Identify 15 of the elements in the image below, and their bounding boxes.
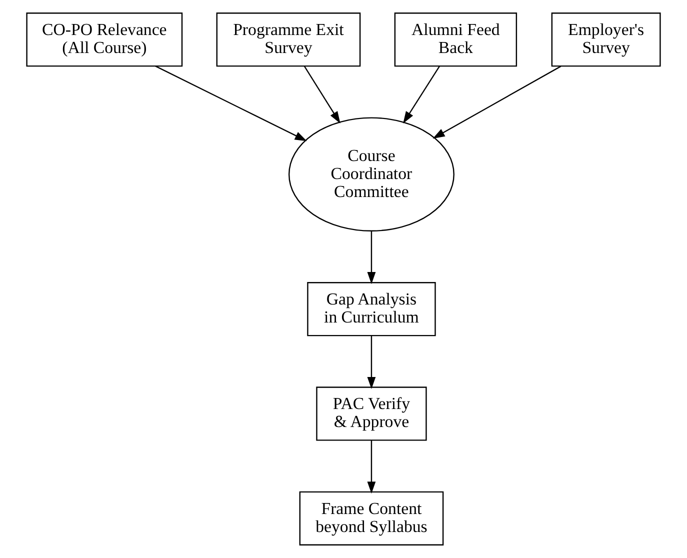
arrow	[304, 66, 340, 124]
node-box: Frame Content beyond Syllabus	[299, 491, 444, 546]
arrow	[367, 230, 376, 284]
arrow	[403, 66, 440, 124]
arrow	[155, 66, 307, 142]
node-box: Programme Exit Survey	[216, 12, 361, 67]
node-box: Alumni Feed Back	[394, 12, 518, 67]
node-box: Employer's Survey	[551, 12, 661, 67]
node-box: Gap Analysis in Curriculum	[307, 282, 436, 336]
node-box: PAC Verify & Approve	[316, 386, 427, 441]
node-box: CO-PO Relevance (All Course)	[26, 12, 183, 67]
arrow	[367, 440, 376, 494]
node-ellipse: Course Coordinator Committee	[288, 117, 454, 232]
arrow	[367, 336, 376, 390]
arrow	[432, 66, 562, 139]
